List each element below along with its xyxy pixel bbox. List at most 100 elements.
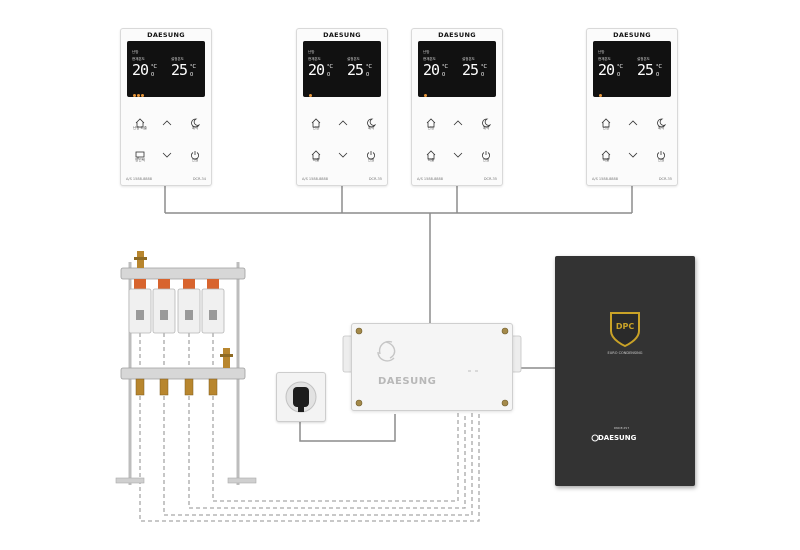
current-temp-unit: °C: [442, 64, 448, 70]
thermostat-brand: DAESUNG: [147, 31, 185, 39]
heating-button-label: 난방: [312, 126, 320, 130]
down-arrow-icon[interactable]: [453, 145, 463, 158]
set-temp-unit: °C: [656, 64, 662, 70]
home-icon[interactable]: [601, 113, 611, 128]
set-temp-label: 설정온도: [347, 57, 360, 61]
room-thermostat-2[interactable]: DAESUNG 난방 현재온도 설정온도 20 0 °C 25 0 °C 난방 …: [296, 28, 388, 186]
valve-actuator-2: [152, 279, 176, 334]
away-button-label: 외출: [312, 158, 320, 162]
reservation-moon-icon[interactable]: [481, 113, 492, 128]
reservation-moon-icon[interactable]: [656, 113, 667, 128]
room-select-icon[interactable]: [135, 145, 145, 159]
power-icon[interactable]: [481, 145, 491, 160]
heating-button-label: 난방: [427, 126, 435, 130]
status-indicators: [599, 82, 617, 97]
badge-text: DPC: [616, 322, 635, 331]
current-temp-unit: °C: [617, 64, 623, 70]
set-temp-unit: °C: [481, 64, 487, 70]
manifold-supply-bar: [120, 267, 246, 280]
manifold-air-vent-bottom: [220, 348, 233, 368]
thermostat-display: DAESUNG 난방 현재온도 설정온도 20 0 °C 25 0 °C: [418, 31, 496, 97]
up-arrow-icon[interactable]: [453, 113, 463, 126]
away-house-icon[interactable]: [426, 145, 436, 160]
valve-actuator-3: [177, 279, 201, 334]
thermostat-display: DAESUNG 난방 현재온도 설정온도 20 0 °C 25 0 °C: [303, 31, 381, 97]
set-temp-decimal: 0: [366, 72, 370, 78]
reservation-moon-icon[interactable]: [366, 113, 377, 128]
manifold-air-vent-top: [134, 251, 147, 268]
power-button-label: 전원: [191, 158, 199, 162]
brand-swirl-icon: [591, 434, 599, 442]
current-temp-label: 현재온도: [132, 57, 145, 61]
service-number: A/S 1588-8888: [417, 177, 443, 181]
power-button-label: 전원: [657, 158, 665, 162]
valve-actuator-4: [201, 279, 225, 334]
thermostat-brand: DAESUNG: [323, 31, 361, 39]
power-plug-icon: [293, 387, 309, 412]
current-temp: 20: [308, 61, 325, 79]
away-house-icon[interactable]: [601, 145, 611, 160]
away-button-label: 외출: [602, 158, 610, 162]
thermostat-display: DAESUNG 난방 현재온도 설정온도 20 0 °C 25 0 °C: [127, 31, 205, 97]
current-temp-decimal: 0: [151, 72, 155, 78]
reservation-button-label: 예약: [191, 126, 199, 130]
current-temp-unit: °C: [151, 64, 157, 70]
controller-screws: [355, 327, 509, 407]
home-icon[interactable]: [426, 113, 436, 128]
controller-housing: DAESUNG: [351, 323, 513, 411]
valve-actuator-1: [128, 279, 152, 334]
current-temp-unit: °C: [327, 64, 333, 70]
wall-power-socket: [276, 372, 326, 422]
set-temp: 25: [462, 61, 479, 79]
status-label: 난방: [598, 50, 605, 54]
service-number: A/S 1588-8888: [592, 177, 618, 181]
set-temp-label: 설정온도: [462, 57, 475, 61]
mode-button-label: 난방·외출: [133, 126, 147, 130]
home-icon[interactable]: [311, 113, 321, 128]
reservation-button-label: 예약: [482, 126, 490, 130]
service-number: A/S 1588-8888: [302, 177, 328, 181]
home-icon[interactable]: [135, 113, 145, 128]
down-arrow-icon[interactable]: [162, 145, 172, 158]
reservation-button-label: 예약: [367, 126, 375, 130]
manifold-return-bar: [120, 367, 246, 380]
power-icon[interactable]: [656, 145, 666, 160]
power-button-label: 전원: [367, 158, 375, 162]
current-temp-decimal: 0: [617, 72, 621, 78]
heating-button-label: 난방: [602, 126, 610, 130]
model-number: DCR-35: [483, 177, 497, 181]
set-temp-decimal: 0: [481, 72, 485, 78]
down-arrow-icon[interactable]: [628, 145, 638, 158]
away-house-icon[interactable]: [311, 145, 321, 160]
thermostat-display: DAESUNG 난방 현재온도 설정온도 20 0 °C 25 0 °C: [593, 31, 671, 97]
away-button-label: 외출: [427, 158, 435, 162]
return-fittings: [135, 378, 218, 396]
set-temp: 25: [347, 61, 364, 79]
status-leds: [468, 370, 478, 372]
set-temp-label: 설정온도: [171, 57, 184, 61]
service-number: A/S 1588-8888: [126, 177, 152, 181]
reservation-button-label: 예약: [657, 126, 665, 130]
power-icon[interactable]: [366, 145, 376, 160]
status-indicators: [133, 82, 151, 97]
up-arrow-icon[interactable]: [162, 113, 172, 126]
down-arrow-icon[interactable]: [338, 145, 348, 158]
current-temp-decimal: 0: [442, 72, 446, 78]
reservation-moon-icon[interactable]: [190, 113, 201, 128]
status-label: 난방: [423, 50, 430, 54]
room-thermostat-3[interactable]: DAESUNG 난방 현재온도 설정온도 20 0 °C 25 0 °C 난방 …: [411, 28, 503, 186]
room-thermostat-4[interactable]: DAESUNG 난방 현재온도 설정온도 20 0 °C 25 0 °C 난방 …: [586, 28, 678, 186]
model-number: DCR-35: [368, 177, 382, 181]
current-temp-label: 현재온도: [598, 57, 611, 61]
current-temp-label: 현재온도: [308, 57, 321, 61]
actuator-wiring: [139, 333, 480, 522]
thermostat-brand: DAESUNG: [613, 31, 651, 39]
boiler-subtitle: EURO CONDENSING: [607, 351, 643, 355]
manifold-foot-left: [115, 477, 145, 484]
room-select-label: 방선택: [135, 158, 145, 162]
up-arrow-icon[interactable]: [628, 113, 638, 126]
room-thermostat-1[interactable]: DAESUNG 난방 현재온도 설정온도 20 0 °C 25 0 °C 난방·…: [120, 28, 212, 186]
power-icon[interactable]: [190, 145, 200, 160]
up-arrow-icon[interactable]: [338, 113, 348, 126]
